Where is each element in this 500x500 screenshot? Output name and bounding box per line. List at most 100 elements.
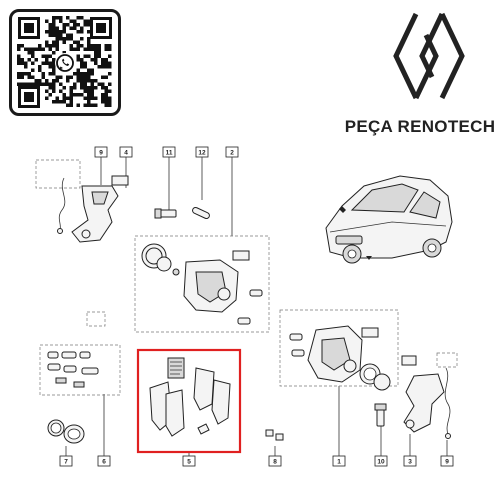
windshield <box>350 183 419 213</box>
callout-2-top: 2 <box>225 146 239 236</box>
qr-module <box>90 58 94 62</box>
qr-module <box>45 58 49 62</box>
qr-module <box>20 44 24 48</box>
qr-module <box>80 72 84 76</box>
seal-kit <box>47 419 85 444</box>
caliper-bracket-front <box>71 185 119 243</box>
qr-module <box>66 16 70 20</box>
qr-module <box>83 19 87 23</box>
qr-module <box>76 47 80 51</box>
qr-module <box>83 65 87 69</box>
qr-module <box>104 75 108 79</box>
qr-module <box>87 100 91 104</box>
qr-module <box>41 54 45 58</box>
qr-module <box>87 23 91 27</box>
qr-module <box>45 40 49 44</box>
qr-module <box>66 33 70 37</box>
qr-module <box>83 54 87 58</box>
qr-module <box>45 61 49 65</box>
pad-clip <box>197 423 210 435</box>
qr-module <box>62 51 66 55</box>
qr-module <box>90 89 94 93</box>
qr-module <box>87 40 91 44</box>
qr-module <box>69 103 73 107</box>
svg-text:5: 5 <box>187 459 191 466</box>
qr-module <box>55 30 59 34</box>
qr-module <box>108 47 112 51</box>
qr-module <box>73 19 77 23</box>
qr-module <box>55 16 59 20</box>
qr-module <box>62 26 66 30</box>
guide-pin-kit <box>47 351 99 388</box>
qr-module <box>45 19 49 23</box>
qr-module <box>90 72 94 76</box>
side-window <box>409 191 441 219</box>
svg-text:12: 12 <box>198 150 206 157</box>
qr-module <box>73 26 77 30</box>
qr-module <box>87 75 91 79</box>
qr-module <box>83 103 87 107</box>
qr-module <box>69 100 73 104</box>
qr-module <box>31 82 35 86</box>
callout-7: 7 <box>59 446 73 467</box>
grille <box>335 235 363 245</box>
qr-module <box>104 96 108 100</box>
qr-module <box>80 65 84 69</box>
qr-module <box>83 89 87 93</box>
qr-module <box>87 96 91 100</box>
qr-module <box>97 54 101 58</box>
qr-module <box>69 37 73 41</box>
qr-module <box>52 86 56 90</box>
brand-name: PEÇA RENOTECH <box>344 117 496 136</box>
qr-module <box>83 75 87 79</box>
qr-module <box>59 33 63 37</box>
qr-module <box>24 82 28 86</box>
qr-module <box>94 47 98 51</box>
qr-module <box>34 79 38 83</box>
qr-module <box>76 68 80 72</box>
wear-sensor-cable <box>58 177 66 231</box>
pad-info-label <box>167 357 185 379</box>
qr-module <box>55 79 59 83</box>
qr-module <box>20 58 24 62</box>
qr-module <box>31 75 35 79</box>
qr-module <box>48 61 52 65</box>
qr-module <box>34 58 38 62</box>
qr-module <box>48 33 52 37</box>
qr-module <box>27 75 31 79</box>
qr-module <box>38 68 42 72</box>
qr-module <box>108 61 112 65</box>
qr-code-pattern <box>17 16 112 108</box>
qr-module <box>52 26 56 30</box>
qr-module <box>55 44 59 48</box>
qr-module <box>62 40 66 44</box>
qr-module <box>90 47 94 51</box>
callout-9-top-left: 9 <box>94 146 108 185</box>
qr-module <box>87 68 91 72</box>
qr-module <box>69 75 73 79</box>
caliper-bracket-rear <box>403 373 445 433</box>
qr-module <box>24 61 28 65</box>
qr-code[interactable] <box>9 9 121 116</box>
qr-module <box>90 44 94 48</box>
qr-module <box>94 96 98 100</box>
qr-module <box>20 61 24 65</box>
qr-module <box>45 79 49 83</box>
qr-module <box>101 86 105 90</box>
label-tag <box>361 327 379 338</box>
qr-module <box>90 79 94 83</box>
qr-module <box>59 100 63 104</box>
qr-module <box>108 82 112 86</box>
qr-module <box>27 82 31 86</box>
qr-module <box>80 82 84 86</box>
qr-module <box>80 79 84 83</box>
qr-module <box>59 89 63 93</box>
qr-module <box>20 82 24 86</box>
qr-module <box>87 86 91 90</box>
caliper-assembly-box-rear <box>279 309 399 387</box>
qr-module <box>69 19 73 23</box>
renault-logo <box>393 12 465 100</box>
qr-module <box>73 86 77 90</box>
qr-module <box>76 75 80 79</box>
qr-module <box>76 16 80 20</box>
